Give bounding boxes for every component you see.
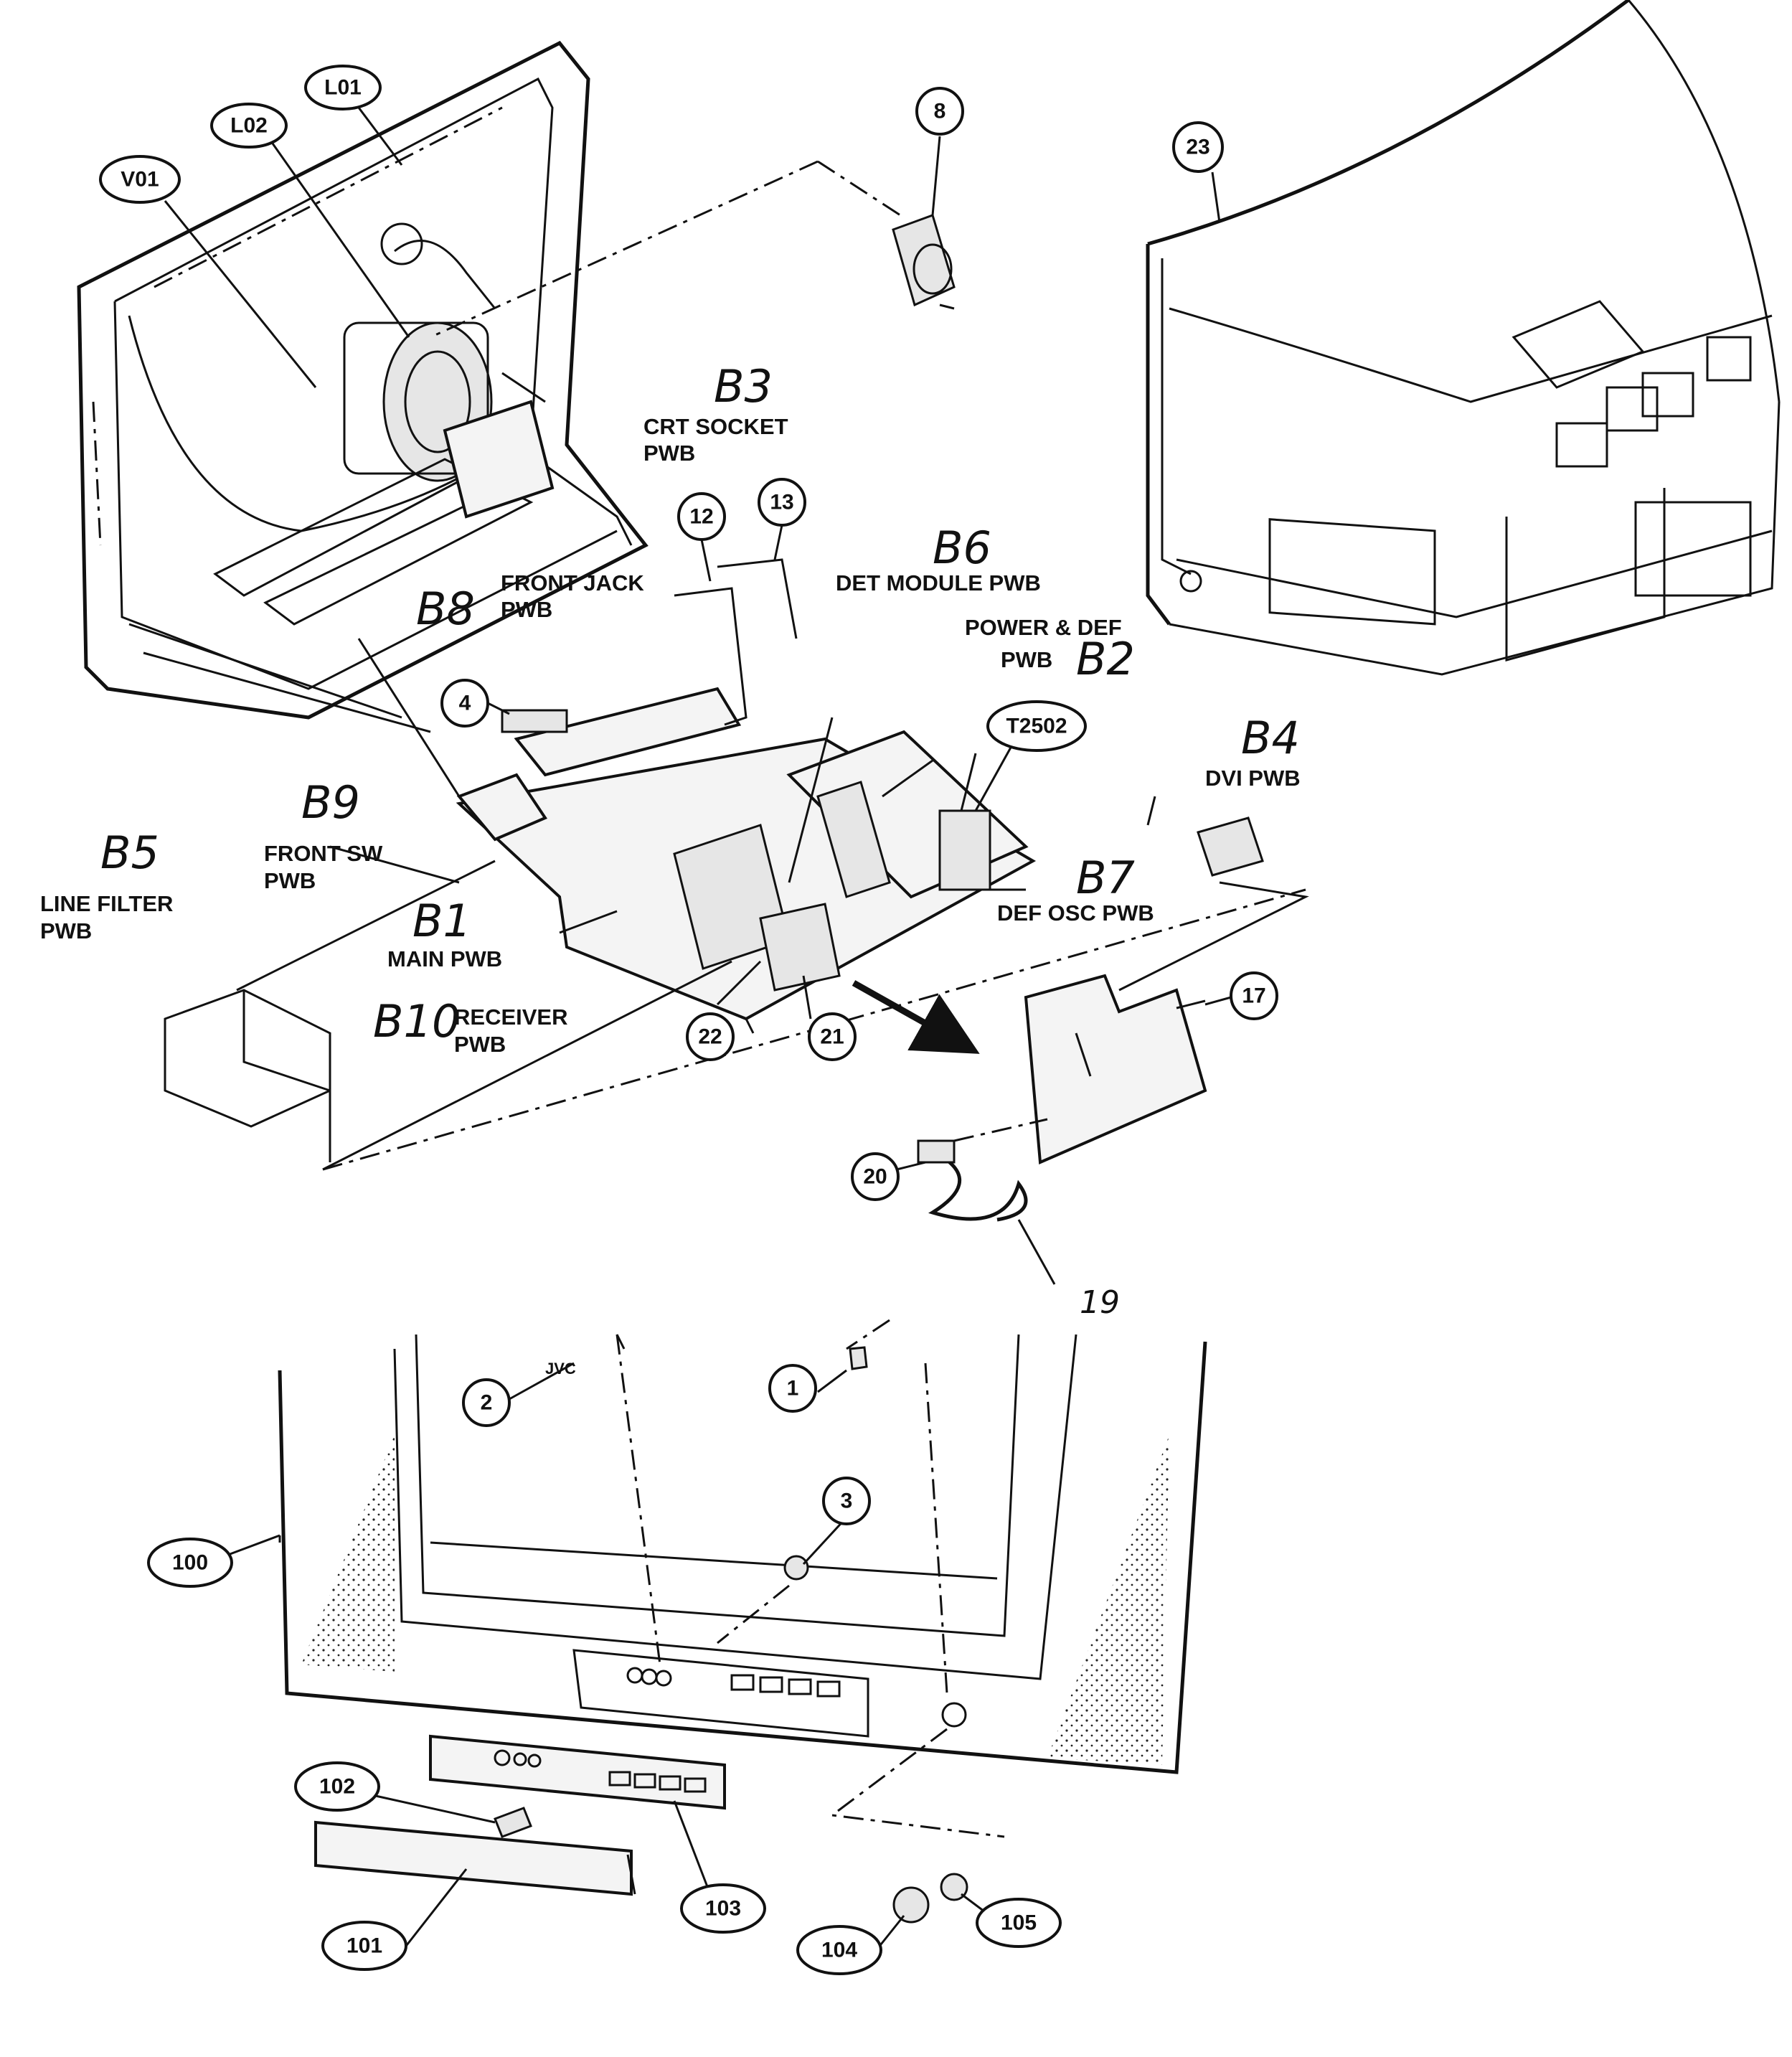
hand-B9: B9	[301, 776, 360, 829]
svg-text:4: 4	[459, 692, 471, 715]
crt-socket-pwb	[443, 372, 555, 519]
svg-text:100: 100	[172, 1551, 208, 1575]
front-cabinet	[278, 1334, 1207, 1774]
callout-3: 3	[822, 1477, 871, 1525]
label-receiver: RECEIVER	[454, 1004, 567, 1030]
label-power-def-pwb: PWB	[1001, 647, 1052, 672]
svg-text:17: 17	[1242, 984, 1265, 1008]
svg-text:13: 13	[770, 491, 793, 514]
svg-text:V01: V01	[121, 168, 159, 192]
hand-B2: B2	[1076, 633, 1135, 685]
front-panel-parts	[314, 1734, 968, 1924]
svg-text:L02: L02	[230, 114, 268, 138]
label-main-pwb: MAIN PWB	[387, 946, 502, 971]
crt-tube-assembly	[77, 40, 649, 733]
svg-text:12: 12	[689, 505, 713, 529]
callout-13: 13	[758, 478, 806, 527]
callout-104: 104	[796, 1925, 882, 1975]
hand-B5: B5	[100, 827, 159, 879]
cable-assembly	[917, 1118, 1056, 1285]
callout-21: 21	[808, 1012, 857, 1061]
svg-text:21: 21	[820, 1025, 844, 1049]
svg-text:102: 102	[319, 1775, 355, 1799]
callout-2: 2	[462, 1378, 511, 1427]
callout-L02: L02	[210, 103, 288, 149]
label-front-sw: FRONT SW	[264, 841, 383, 866]
callout-20: 20	[851, 1152, 900, 1201]
callout-23: 23	[1172, 121, 1224, 173]
svg-text:19: 19	[1080, 1284, 1120, 1321]
svg-text:8: 8	[934, 100, 946, 123]
label-front-jack: FRONT JACK	[501, 570, 644, 596]
label-crt-socket: CRT SOCKET	[643, 414, 788, 439]
callout-1: 1	[768, 1364, 817, 1413]
svg-text:105: 105	[1001, 1911, 1037, 1935]
callout-103: 103	[680, 1883, 766, 1934]
rear-cabinet	[1146, 0, 1781, 676]
dvi-pwb-part	[1118, 816, 1309, 992]
svg-text:104: 104	[821, 1939, 857, 1962]
callout-L01: L01	[304, 65, 382, 110]
board-17	[1024, 974, 1207, 1164]
label-dvi: DVI PWB	[1205, 766, 1301, 791]
callout-101: 101	[321, 1921, 407, 1971]
hand-B7: B7	[1076, 852, 1135, 904]
callout-T2502: T2502	[986, 700, 1087, 752]
chassis-board-assembly	[456, 558, 1037, 1034]
label-front-jack-pwb: PWB	[501, 597, 552, 622]
callout-12: 12	[677, 492, 726, 541]
callout-8: 8	[915, 87, 964, 136]
line-filter-bracket	[164, 989, 331, 1162]
hand-B10: B10	[373, 995, 460, 1048]
hand-B4: B4	[1241, 712, 1300, 764]
callout-19: 19	[1080, 1284, 1120, 1321]
label-front-sw-pwb: PWB	[264, 868, 316, 893]
callout-17: 17	[1230, 971, 1278, 1020]
callout-4: 4	[440, 679, 489, 728]
svg-text:2: 2	[481, 1391, 493, 1415]
jvc-logo: JVC	[545, 1360, 576, 1378]
speaker-part	[892, 214, 956, 307]
svg-text:T2502: T2502	[1006, 715, 1067, 738]
hand-B8: B8	[416, 583, 475, 635]
label-det-module: DET MODULE PWB	[836, 570, 1041, 596]
svg-text:101: 101	[346, 1934, 382, 1958]
callout-102: 102	[294, 1761, 380, 1812]
callout-100: 100	[147, 1538, 233, 1588]
hand-B6: B6	[933, 522, 991, 574]
svg-text:L01: L01	[324, 76, 362, 100]
label-power-def: POWER & DEF	[965, 615, 1122, 640]
callout-105: 105	[976, 1898, 1062, 1948]
hand-B1: B1	[412, 895, 471, 947]
svg-text:20: 20	[863, 1165, 887, 1189]
svg-text:23: 23	[1186, 136, 1209, 159]
label-receiver-pwb: PWB	[454, 1032, 506, 1057]
hand-B3: B3	[714, 360, 773, 413]
svg-text:3: 3	[841, 1489, 853, 1513]
label-line-filter: LINE FILTER	[40, 891, 173, 916]
callout-22: 22	[686, 1012, 735, 1061]
svg-text:1: 1	[787, 1377, 799, 1401]
label-crt-socket-pwb: PWB	[643, 441, 695, 466]
svg-text:22: 22	[698, 1025, 722, 1049]
svg-text:103: 103	[705, 1897, 741, 1921]
label-def-osc: DEF OSC PWB	[997, 900, 1154, 926]
callout-V01: V01	[99, 155, 181, 204]
label-line-filter-pwb: PWB	[40, 918, 92, 943]
